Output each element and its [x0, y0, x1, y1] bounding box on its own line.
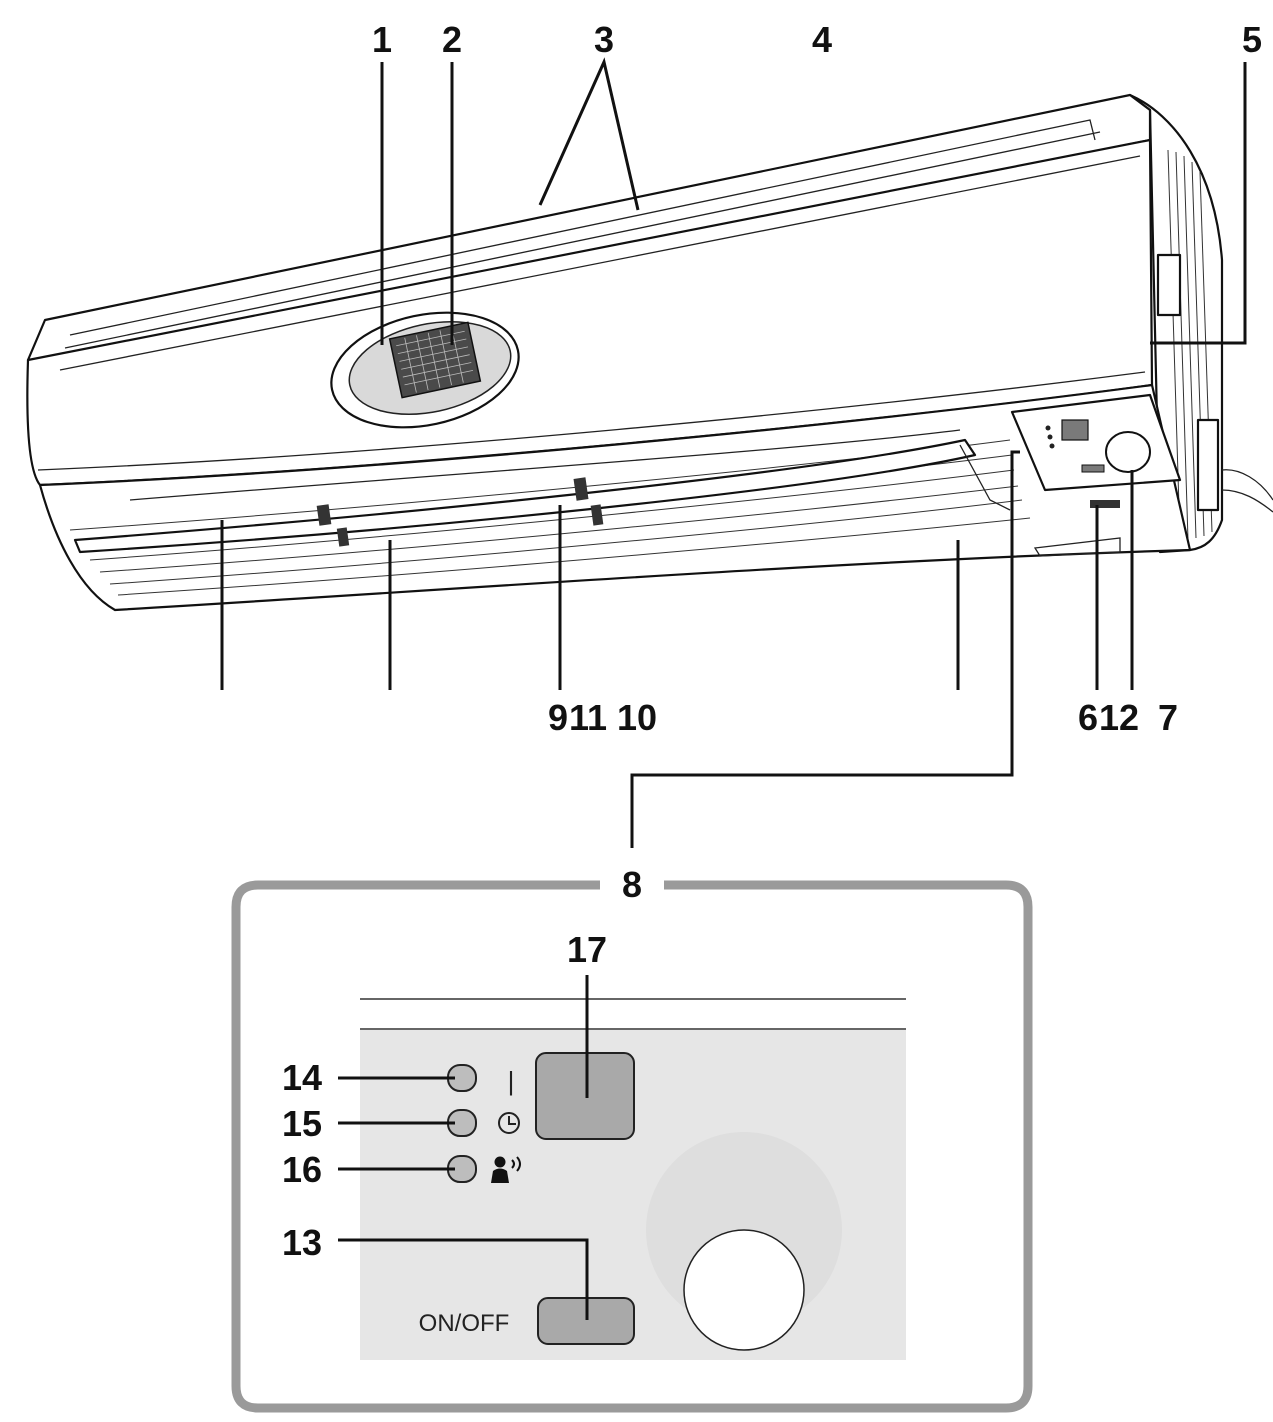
callout-16: 16 — [282, 1149, 322, 1190]
side-hose-port — [1196, 418, 1220, 512]
callout-14: 14 — [282, 1057, 322, 1098]
callout-12: 12 — [1099, 697, 1139, 738]
unit-panel-button — [1061, 419, 1089, 441]
large-panel-button[interactable] — [535, 1052, 635, 1140]
callout-9: 9 — [548, 697, 568, 738]
callout-2: 2 — [442, 19, 462, 60]
callout-15: 15 — [282, 1103, 322, 1144]
callout-7: 7 — [1158, 697, 1178, 738]
callout-11: 11 — [569, 697, 607, 738]
callout-8: 8 — [622, 864, 642, 905]
unit-label — [1090, 500, 1120, 508]
detail-panel: 8 17 | 14 15 16 — [231, 864, 1033, 1413]
onoff-label: ON/OFF — [419, 1310, 510, 1337]
leader-5 — [1150, 62, 1247, 345]
callout-5: 5 — [1242, 19, 1262, 60]
indoor-unit — [26, 57, 1273, 848]
leader-8 — [630, 450, 1020, 848]
detail-frame — [231, 880, 1033, 1413]
leader-3 — [538, 57, 640, 211]
callout-3: 3 — [594, 19, 614, 60]
callout-17: 17 — [567, 929, 607, 970]
side-slot — [1156, 253, 1182, 317]
timer-clock-icon — [498, 1112, 520, 1134]
louvre-vanes — [316, 477, 604, 547]
callout-1: 1 — [372, 19, 392, 60]
operation-mark-icon: | — [508, 1066, 515, 1096]
signal-receiver — [683, 1229, 805, 1351]
unit-receiver — [1105, 431, 1151, 473]
callout-13: 13 — [282, 1222, 322, 1263]
callout-6: 6 — [1078, 697, 1098, 738]
horizontal-louvre — [73, 438, 977, 554]
callout-4: 4 — [812, 19, 832, 60]
person-sensor-icon — [491, 1156, 521, 1183]
leader-13 — [338, 1238, 589, 1320]
callout-10: 10 — [617, 697, 657, 738]
